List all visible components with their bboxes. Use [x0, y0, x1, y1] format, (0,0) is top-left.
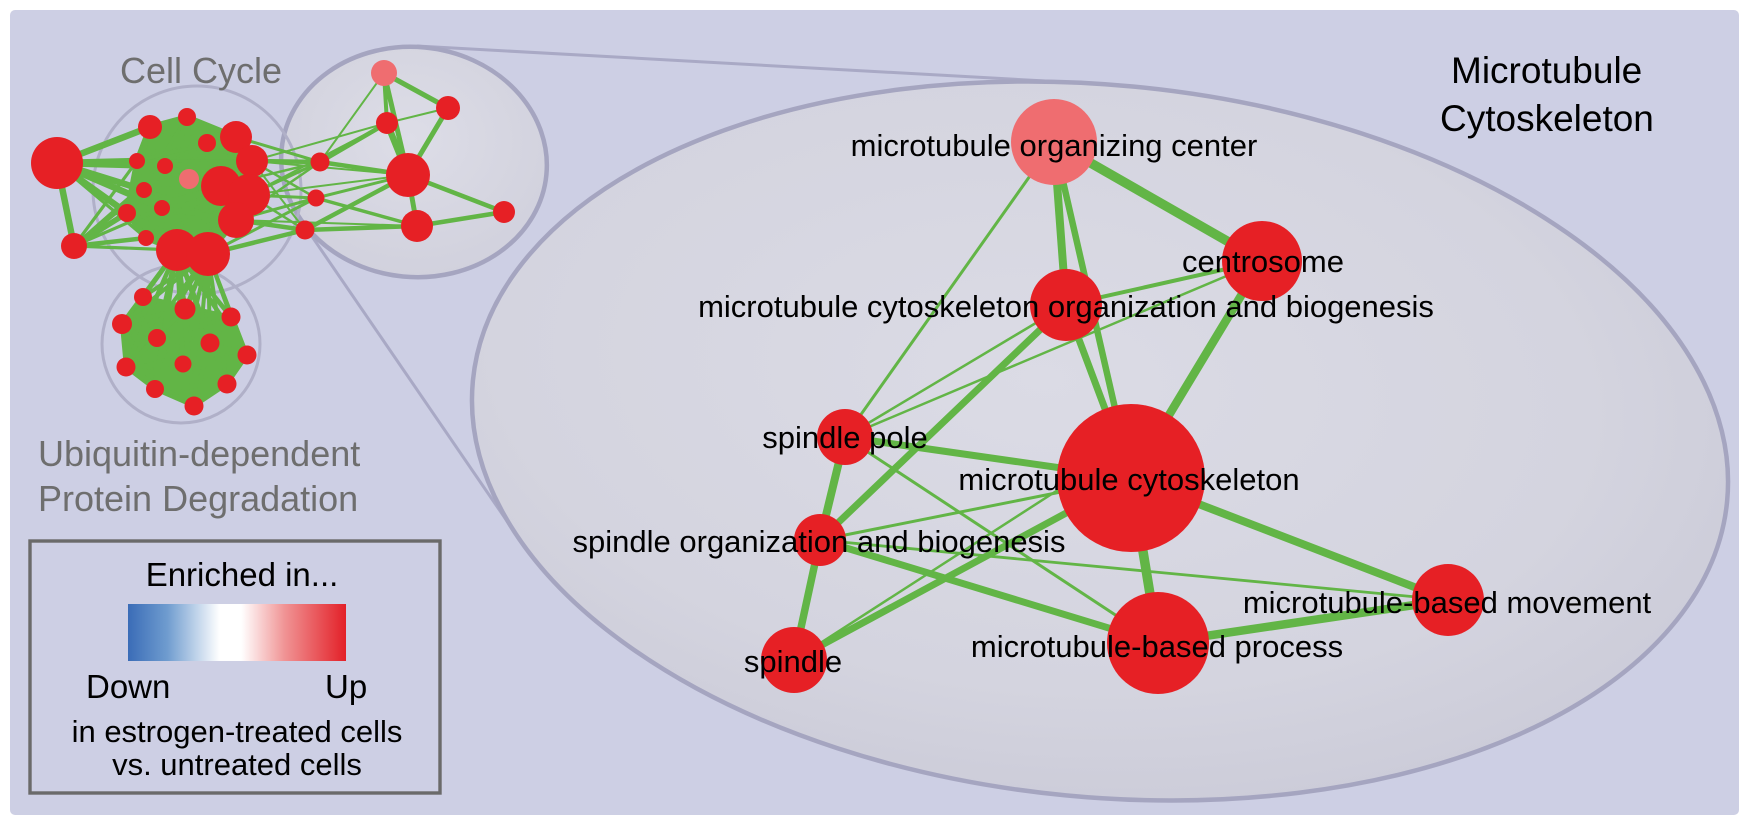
svg-text:microtubule-based movement: microtubule-based movement [1243, 585, 1652, 620]
svg-text:Cytoskeleton: Cytoskeleton [1440, 98, 1654, 139]
svg-text:Microtubule: Microtubule [1451, 50, 1642, 91]
svg-text:spindle: spindle [744, 644, 842, 679]
svg-text:spindle pole: spindle pole [762, 420, 927, 455]
svg-text:centrosome: centrosome [1182, 244, 1344, 279]
svg-text:Protein Degradation: Protein Degradation [38, 478, 358, 519]
svg-text:Up: Up [325, 668, 367, 705]
svg-text:microtubule-based process: microtubule-based process [971, 629, 1343, 664]
svg-text:microtubule organizing center: microtubule organizing center [851, 128, 1258, 163]
svg-text:microtubule cytoskeleton organ: microtubule cytoskeleton organization an… [698, 289, 1434, 324]
svg-text:in estrogen-treated cells: in estrogen-treated cells [72, 714, 403, 749]
svg-text:vs. untreated cells: vs. untreated cells [112, 747, 362, 782]
svg-text:spindle organization and bioge: spindle organization and biogenesis [573, 524, 1066, 559]
svg-text:Cell Cycle: Cell Cycle [120, 50, 282, 91]
svg-text:Down: Down [86, 668, 170, 705]
svg-text:microtubule cytoskeleton: microtubule cytoskeleton [958, 462, 1299, 497]
svg-text:Enriched in...: Enriched in... [146, 556, 339, 593]
svg-text:Ubiquitin-dependent: Ubiquitin-dependent [38, 433, 360, 474]
